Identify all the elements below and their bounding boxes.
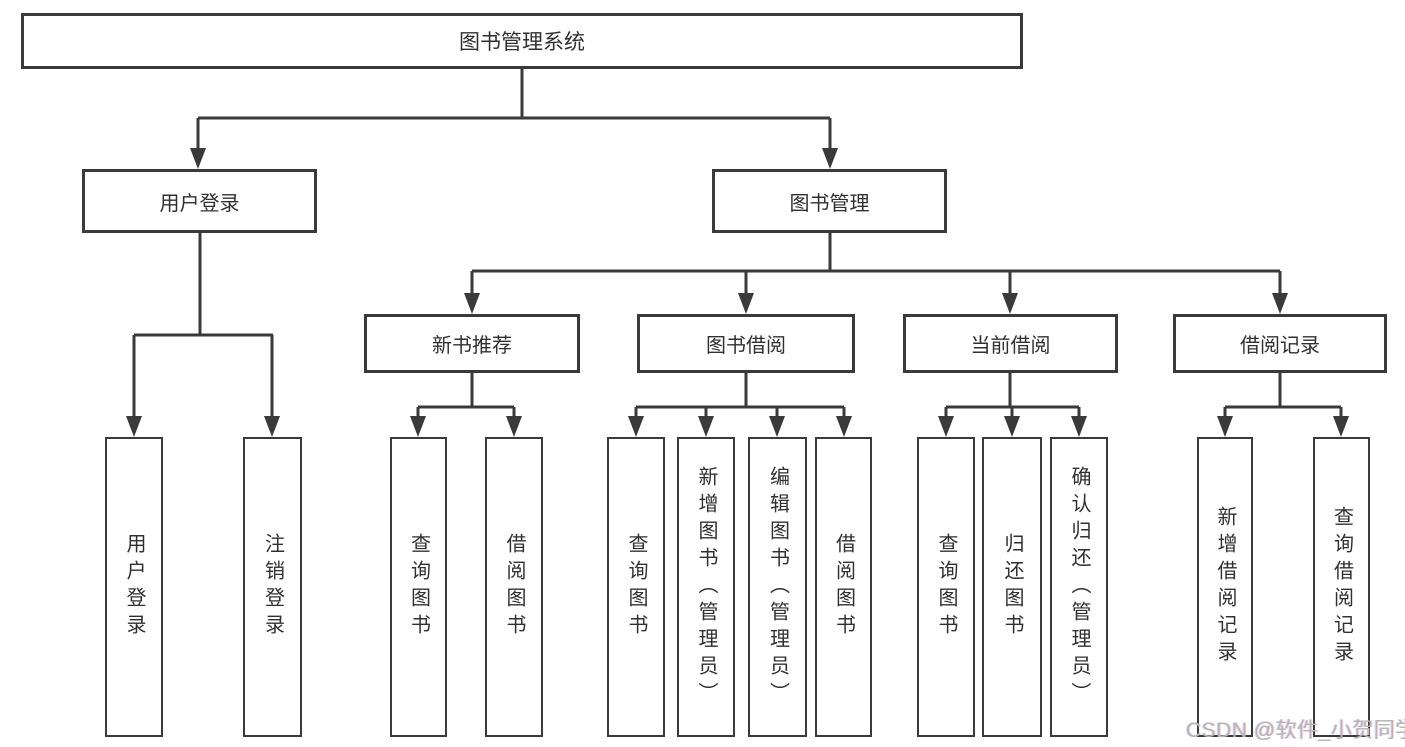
node-logout: 注销登录 [243, 437, 302, 737]
node-return-book: 归还图书 [982, 437, 1042, 737]
node-label-add-book-admin: 新增图书（管理员） [695, 465, 717, 709]
node-label-book-borrowing: 图书借阅 [706, 335, 786, 357]
arrowhead-icon [1217, 416, 1233, 437]
arrowhead-icon [1071, 416, 1087, 437]
node-borrowing-query-book: 查询图书 [607, 437, 665, 737]
arrowhead-icon [190, 148, 206, 169]
arrowhead-icon [738, 293, 754, 314]
node-label-recommend-query-book: 查询图书 [407, 533, 430, 641]
node-label-return-book: 归还图书 [1001, 533, 1023, 641]
node-current-query-book: 查询图书 [917, 437, 975, 737]
node-edit-book-admin: 编辑图书（管理员） [748, 437, 807, 737]
arrowhead-icon [836, 416, 852, 437]
node-label-recommend-borrow-book: 借阅图书 [503, 533, 525, 641]
node-label-logout: 注销登录 [261, 533, 284, 641]
node-label-system: 图书管理系统 [459, 31, 585, 54]
node-confirm-return-admin: 确认归还（管理员） [1050, 437, 1108, 737]
node-label-book-management: 图书管理 [789, 192, 870, 215]
node-add-book-admin: 新增图书（管理员） [677, 437, 735, 737]
node-new-book-recommend: 新书推荐 [364, 314, 580, 373]
node-current-borrowing: 当前借阅 [903, 314, 1118, 373]
arrowhead-icon [938, 416, 954, 437]
watermark-text: CSDN @软件_小贺同学 [1186, 719, 1405, 742]
arrowhead-icon [264, 416, 280, 437]
node-system: 图书管理系统 [21, 13, 1023, 69]
node-borrowing-borrow-book: 借阅图书 [815, 437, 872, 737]
arrowhead-icon [1002, 293, 1018, 314]
node-label-borrowing-query-book: 查询图书 [625, 533, 647, 641]
node-label-current-borrowing: 当前借阅 [970, 335, 1051, 357]
node-recommend-query-book: 查询图书 [390, 437, 447, 737]
arrowhead-icon [1272, 293, 1288, 314]
arrowhead-icon [769, 416, 785, 437]
node-label-borrowing-records: 借阅记录 [1240, 335, 1320, 357]
node-query-borrow-record: 查询借阅记录 [1313, 437, 1370, 737]
arrowhead-icon [628, 416, 644, 437]
node-label-borrowing-borrow-book: 借阅图书 [832, 533, 855, 641]
node-label-user-login: 用户登录 [159, 192, 240, 215]
arrowhead-icon [126, 416, 142, 437]
node-label-current-query-book: 查询图书 [935, 533, 957, 641]
node-label-confirm-return-admin: 确认归还（管理员） [1068, 465, 1090, 709]
arrowhead-icon [1333, 416, 1349, 437]
node-label-new-book-recommend: 新书推荐 [432, 335, 512, 357]
arrowhead-icon [1004, 416, 1020, 437]
arrowhead-icon [698, 416, 714, 437]
node-label-edit-book-admin: 编辑图书（管理员） [766, 465, 789, 709]
node-book-management: 图书管理 [712, 169, 947, 233]
node-user-login: 用户登录 [82, 169, 317, 233]
arrowhead-icon [822, 148, 838, 169]
node-label-login: 用户登录 [123, 533, 145, 641]
node-label-query-borrow-record: 查询借阅记录 [1330, 506, 1353, 668]
arrowhead-icon [506, 416, 522, 437]
node-login: 用户登录 [105, 437, 163, 737]
node-add-borrow-record: 新增借阅记录 [1197, 437, 1253, 737]
node-recommend-borrow-book: 借阅图书 [485, 437, 543, 737]
arrowhead-icon [464, 293, 480, 314]
arrowhead-icon [410, 416, 426, 437]
node-book-borrowing: 图书借阅 [637, 314, 855, 373]
node-borrowing-records: 借阅记录 [1173, 314, 1387, 373]
node-label-add-borrow-record: 新增借阅记录 [1214, 506, 1236, 668]
